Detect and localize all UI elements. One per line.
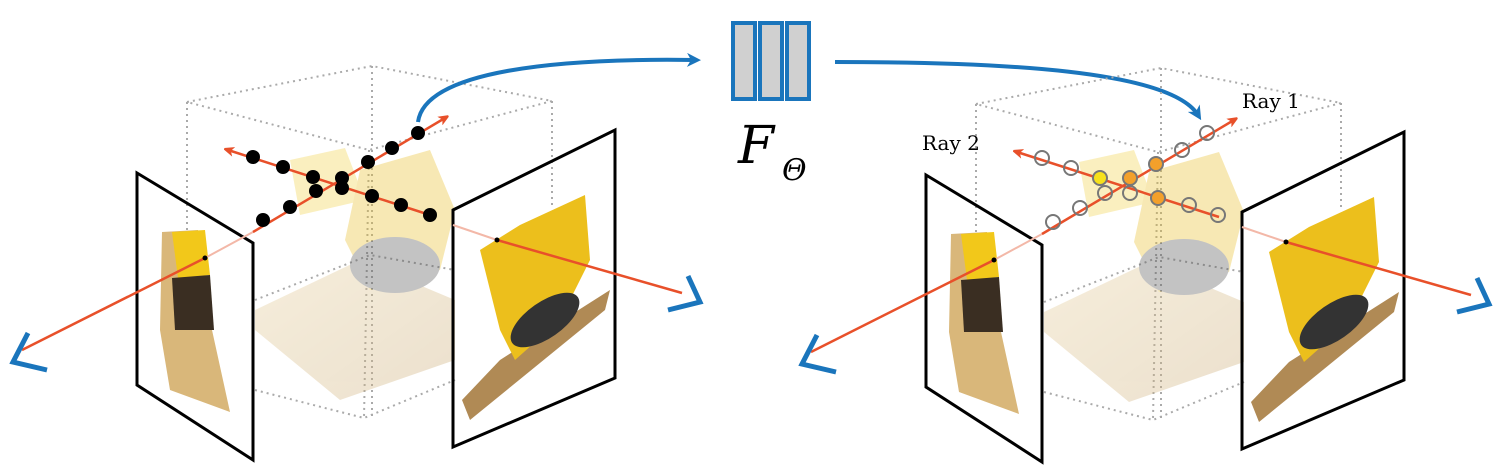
network-icon [731,21,811,101]
right-panel: Ray 1 Ray 2 [802,68,1489,462]
ray-2-label: Ray 2 [922,131,980,155]
output-arrow [834,60,1202,121]
input-arrow [416,52,701,123]
network-symbol: F [737,116,776,176]
hollow-samples [1034,125,1226,230]
network-subscript: Θ [782,153,807,188]
colored-samples [1092,156,1166,206]
ray-1-label: Ray 1 [1242,89,1300,113]
sample-points [246,126,437,227]
left-panel [13,66,700,460]
